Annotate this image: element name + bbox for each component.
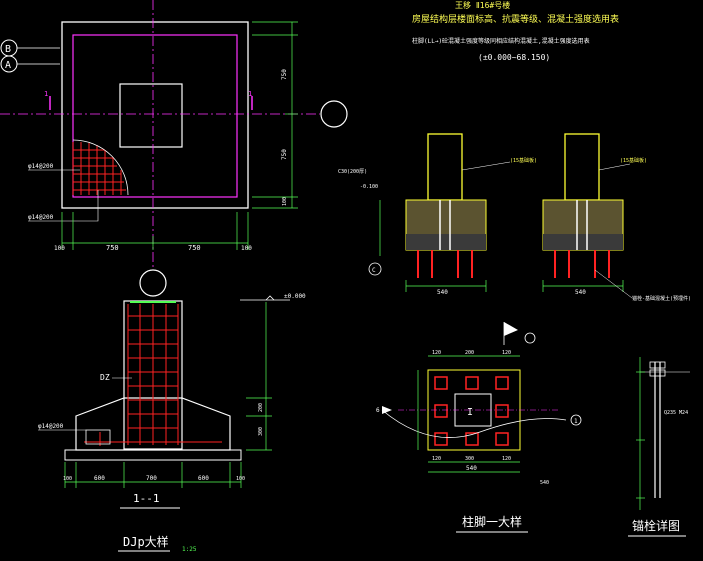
section-cut-title: 1--1 <box>133 492 160 505</box>
plan-rebar-leader-2 <box>28 190 99 222</box>
section-pocket <box>85 429 111 445</box>
section-dim-b2: 600 <box>94 475 105 482</box>
section-title: DJp大样 <box>123 534 169 549</box>
plan-rebar-grid <box>72 139 129 196</box>
section-scale: 1:25 <box>182 546 197 553</box>
detail-left <box>379 133 487 292</box>
section-rebar-cage <box>84 304 222 446</box>
header-line2: 房屋结构层楼面标高、抗震等级、混凝土强度选用表 <box>412 13 619 25</box>
baseplate-bolts <box>434 376 509 446</box>
baseplate-dim-t3: 120 <box>502 350 511 356</box>
baseplate-weld-curve <box>381 409 567 438</box>
section-elev-text: ±0.000 <box>284 293 306 300</box>
detail-right <box>542 133 624 292</box>
header-line1: 王移 Ⅱ16#号楼 <box>455 0 510 10</box>
section-rebar-label: φ14@200 <box>38 423 64 430</box>
baseplate-bubble-top <box>524 332 536 344</box>
detail-left-leader-a <box>461 161 511 171</box>
bolt-title: 锚栓详图 <box>632 518 680 533</box>
baseplate-dim-total2: 540 <box>540 480 549 486</box>
section-dim-right-lines <box>246 302 272 451</box>
detail-left-elev: -0.100 <box>360 184 378 190</box>
plan-pedestal-outline <box>72 34 238 198</box>
plan-dim-b4: 100 <box>241 245 252 252</box>
plan-dim-b3: 750 <box>188 244 201 252</box>
detail-anchor-note: 锚栓-基础混凝土(预埋件) <box>632 295 691 302</box>
axis-label-a: A <box>5 60 11 71</box>
header-line4: (±0.000~68.150) <box>478 53 550 62</box>
plan-rebar-label-1: φ14@200 <box>28 163 54 170</box>
baseplate-title: 柱脚一大样 <box>462 514 522 529</box>
plan-dim-r2: 750 <box>281 149 288 160</box>
detail-left-bubble-label: C <box>372 267 376 274</box>
section-base-slab <box>64 449 242 461</box>
detail-left-dim: 540 <box>437 289 448 296</box>
plan-dim-b2: 750 <box>106 244 119 252</box>
baseplate-num-right: 1 <box>574 418 578 425</box>
baseplate-dim-total: 540 <box>466 465 477 472</box>
header-line3: 柱脚(LL→)砼混凝土强度等级同相应结构混凝土,混凝土强度选用表 <box>412 37 590 45</box>
bolt-detail <box>636 357 690 510</box>
axis-bubble-right <box>320 100 348 128</box>
section-dim-r2: 300 <box>258 427 264 436</box>
baseplate-column-mark: I <box>467 407 473 418</box>
section-column-label: DZ <box>100 373 110 382</box>
section-cut-label-right: 1 <box>248 90 252 98</box>
plan-outer-footing <box>61 21 249 209</box>
detail-anchor-leader <box>594 269 633 299</box>
plan-dim-b1: 100 <box>54 245 65 252</box>
plan-dim-r3: 100 <box>282 197 288 206</box>
section-dim-r1: 200 <box>258 403 264 412</box>
detail-left-bubble <box>368 262 382 276</box>
baseplate-bubble-right <box>570 414 582 426</box>
baseplate-dim-b3: 120 <box>502 456 511 462</box>
section-cut-label-left: 1 <box>44 90 48 98</box>
section-dim-b4: 600 <box>198 475 209 482</box>
section-dim-b1: 100 <box>63 476 72 482</box>
plan-dim-right-lines <box>252 21 298 209</box>
baseplate-dim-b1: 120 <box>432 456 441 462</box>
baseplate-dim-t2: 200 <box>465 350 474 356</box>
baseplate-dim-t1: 120 <box>432 350 441 356</box>
section-elev-marker <box>265 295 275 301</box>
detail-right-dim: 540 <box>575 289 586 296</box>
bolt-spec: Q235 M24 <box>664 410 688 416</box>
detail-right-leader-b <box>598 163 631 171</box>
plan-rebar-label-2: φ14@200 <box>28 214 54 221</box>
section-dim-b5: 100 <box>236 476 245 482</box>
plan-dim-bottom-lines <box>61 212 249 250</box>
section-dim-b3: 700 <box>146 475 157 482</box>
baseplate-dim-lines <box>417 355 520 473</box>
detail-right-label-b: (15基础板) <box>620 157 647 164</box>
plan-dim-r1: 750 <box>281 69 288 80</box>
section-dim-bottom-lines <box>64 462 242 488</box>
detail-left-base-label: C30(200厚) <box>338 169 367 175</box>
baseplate-num-left: 6 <box>376 407 380 414</box>
baseplate-flag <box>504 322 518 336</box>
axis-bubble-bottom <box>139 269 167 297</box>
plan-column <box>119 83 183 148</box>
baseplate-arrow-left <box>382 406 392 414</box>
baseplate-dim-b2: 300 <box>465 456 474 462</box>
axis-label-b: B <box>5 44 11 55</box>
detail-left-label-a: (15基础板) <box>510 157 537 164</box>
baseplate-outline <box>427 369 521 451</box>
